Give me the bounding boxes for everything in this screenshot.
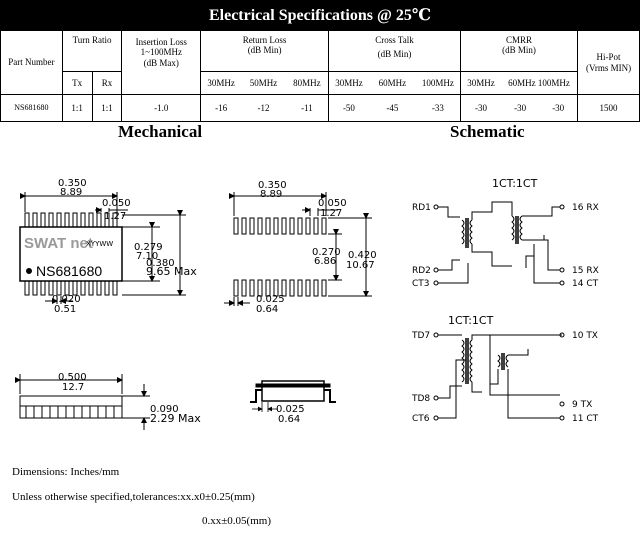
header-ct-30: 30MHz: [327, 71, 369, 95]
header-tx: Tx: [61, 71, 93, 95]
dim-fp-width-mm: 8.89: [260, 189, 282, 200]
dim-side-len-mm: 12.7: [62, 382, 84, 393]
pin-td8: TD8: [411, 394, 430, 404]
cell-part: NS681680: [0, 94, 63, 122]
dim-fp-pitch-mm: 1.27: [320, 208, 342, 219]
dim-pad-mm: 0.51: [54, 304, 76, 315]
package-top-view: [19, 192, 186, 304]
header-rl-80: 80MHz: [285, 71, 329, 95]
header-cross-talk: Cross Talk (dB Min): [327, 30, 461, 72]
cell-rx: 1:1: [91, 94, 123, 122]
cell-cmrr-100: -30: [539, 94, 579, 122]
header-cmrr-60-100: 60MHz 100MHz: [500, 71, 579, 95]
dim-pitch-in: 0.050: [102, 198, 131, 209]
pin-rd2: RD2: [412, 266, 431, 276]
dim-top-width-in: 0.350: [58, 178, 87, 189]
header-ct-60: 60MHz: [368, 71, 416, 95]
cell-cmrr-30: -30: [459, 94, 501, 122]
dim-side-h-mm: 2.29 Max: [150, 412, 201, 425]
dim-fp-outer-in: 0.420: [348, 250, 377, 261]
cell-hipot: 1500: [577, 94, 640, 122]
dim-total-h-in: 0.380: [146, 258, 175, 269]
side-view-labels: 0.500 12.7 0.090 2.29 Max: [58, 372, 201, 425]
date-code: XYYWW: [86, 240, 113, 248]
pin-rd1: RD1: [412, 203, 431, 213]
dim-fp-pad-in: 0.025: [256, 294, 285, 305]
dim-end-lead-in: 0.025: [276, 404, 305, 415]
footprint-view: [224, 192, 372, 306]
header-insertion-loss: Insertion Loss 1~100MHz (dB Max): [121, 30, 202, 95]
dim-fp-outer-mm: 10.67: [346, 260, 375, 271]
header-rl-30: 30MHz: [200, 71, 242, 95]
package-side-view: [15, 374, 150, 430]
header-rx: Rx: [91, 71, 123, 95]
part-marking: NS681680: [36, 263, 102, 279]
pin-ct11: 11 CT: [572, 414, 599, 424]
spec-title: Electrical Specifications @ 25℃: [208, 7, 431, 24]
dim-pitch-mm: 1.27: [104, 211, 126, 222]
cell-cmrr-60: -30: [500, 94, 540, 122]
end-view-labels: 0.025 0.64: [276, 404, 305, 425]
header-cmrr-30: 30MHz: [459, 71, 501, 95]
schematic-labels: 1CT:1CT RD1 RD2 CT3 16 RX 15 RX 14 CT 1C…: [411, 177, 599, 424]
dim-fp-inner-in: 0.270: [312, 247, 341, 258]
note-dimensions: Dimensions: Inches/mm: [12, 466, 120, 478]
cell-rl-80: -11: [285, 94, 329, 122]
cell-insertion-loss: -1.0: [121, 94, 202, 122]
header-cmrr: CMRR (dB Min): [459, 30, 579, 72]
pin-tx9: 9 TX: [572, 400, 592, 410]
dim-total-h-mm: 9.65 Max: [146, 265, 197, 278]
header-rl-50: 50MHz: [241, 71, 286, 95]
dim-body-h-mm: 7.10: [136, 251, 158, 262]
pin-tx10: 10 TX: [572, 331, 598, 341]
package-top-labels: 0.350 8.89 0.050 1.27 0.279 7.10 0.380 9…: [24, 178, 197, 315]
ratio-top: 1CT:1CT: [492, 177, 538, 190]
note-tolerance-2: 0.xx±0.05(mm): [202, 515, 271, 527]
dim-side-len-in: 0.500: [58, 372, 87, 383]
cell-ct-30: -50: [327, 94, 369, 122]
note-tolerance-1: Unless otherwise specified,tolerances:xx…: [12, 491, 255, 503]
cell-rl-50: -12: [241, 94, 286, 122]
dim-fp-inner-mm: 6.86: [314, 256, 336, 267]
pin-ct14: 14 CT: [572, 279, 599, 289]
cell-rl-30: -16: [200, 94, 242, 122]
header-return-loss: Return Loss (dB Min): [200, 30, 329, 72]
schematic-heading: Schematic: [450, 122, 525, 141]
header-part-number: Part Number: [0, 30, 63, 95]
spec-title-banner: Electrical Specifications @ 25℃: [0, 0, 640, 30]
electrical-spec-table: Part Number Turn Ratio Insertion Loss 1~…: [0, 30, 640, 122]
drawings-svg: 0.350 8.89 0.050 1.27 0.279 7.10 0.380 9…: [15, 177, 599, 430]
pin-ct3: CT3: [412, 279, 430, 289]
cell-ct-60: -45: [368, 94, 416, 122]
pin-ct6: CT6: [412, 414, 430, 424]
header-hipot: Hi-Pot (Vrms MIN): [577, 30, 640, 95]
pin-rx16: 16 RX: [572, 203, 599, 213]
pin-rx15: 15 RX: [572, 266, 599, 276]
dim-pad-in: 0.020: [52, 294, 81, 305]
dim-end-lead-mm: 0.64: [278, 414, 300, 425]
dim-side-h-in: 0.090: [150, 404, 179, 415]
package-end-view: [250, 380, 336, 412]
dim-fp-pitch-in: 0.050: [318, 198, 347, 209]
header-ct-100: 100MHz: [415, 71, 461, 95]
dim-body-h-in: 0.279: [134, 242, 163, 253]
pin-td7: TD7: [411, 331, 430, 341]
ratio-bottom: 1CT:1CT: [448, 314, 494, 327]
cell-tx: 1:1: [61, 94, 93, 122]
dim-fp-width-in: 0.350: [258, 180, 287, 191]
swat-logo: SWAT net: [24, 235, 93, 252]
schematic-rx: [433, 201, 565, 286]
mechanical-heading: Mechanical: [118, 122, 203, 141]
cell-ct-100: -33: [415, 94, 461, 122]
dim-top-width-mm: 8.89: [60, 187, 82, 198]
schematic-tx: [433, 332, 565, 421]
dim-fp-pad-mm: 0.64: [256, 304, 278, 315]
footprint-labels: 0.350 8.89 0.050 1.27 0.270 6.86 0.420 1…: [256, 180, 377, 315]
header-turn-ratio: Turn Ratio: [61, 30, 123, 72]
